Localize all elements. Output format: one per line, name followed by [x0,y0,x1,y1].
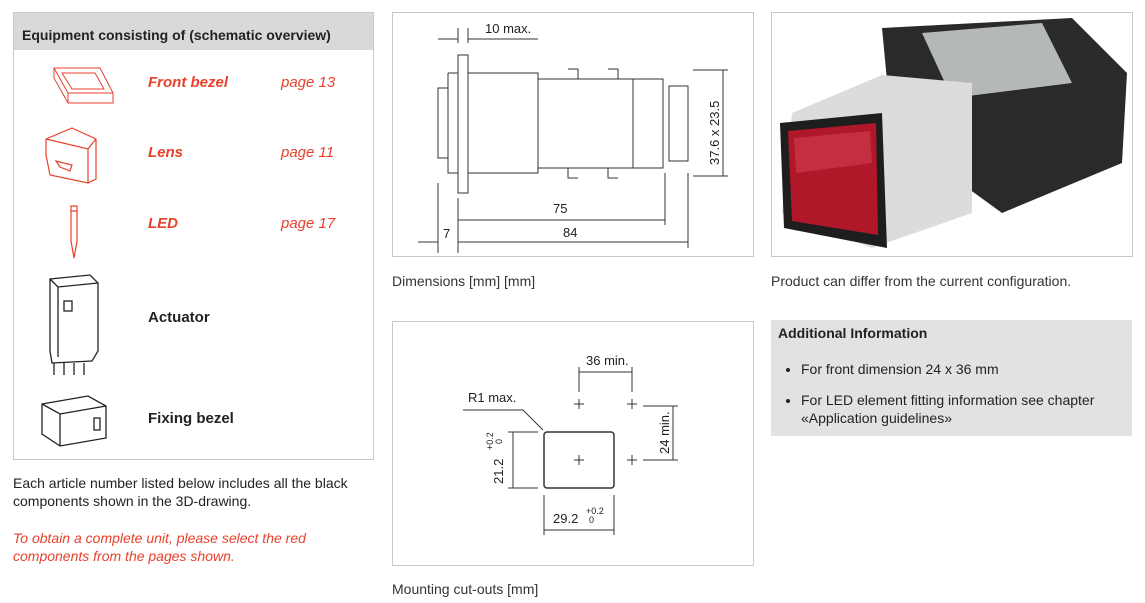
dim-7: 7 [443,226,450,241]
radius-label: R1 max. [468,390,516,405]
actuator-drawing [49,274,99,375]
height-tol-plus: +0.2 [485,432,495,450]
led-drawing [70,205,78,259]
page-ref-front-bezel[interactable]: page 13 [281,74,336,91]
dim-84: 84 [563,225,577,240]
dimensions-caption: Dimensions [mm] [mm] [392,273,536,289]
equipment-item-front-bezel[interactable]: Front bezel [148,74,229,91]
info-bullet: For LED element fitting information see … [801,391,1131,427]
width-tol-zero: 0 [589,515,594,525]
dim-10-max: 10 max. [485,21,531,36]
equipment-title: Equipment consisting of (schematic overv… [14,13,373,50]
additional-information-title: Additional Information [778,325,928,341]
photo-caption: Product can differ from the current conf… [771,273,1072,289]
equipment-panel: Equipment consisting of (schematic overv… [13,12,374,460]
product-photo [771,12,1133,257]
article-note-red: To obtain a complete unit, please select… [13,530,306,564]
width-tol-plus: +0.2 [586,506,604,516]
dim-36-min: 36 min. [586,353,629,368]
page-ref-lens[interactable]: page 11 [281,144,335,161]
lens-drawing [45,127,97,184]
fixing-bezel-drawing [41,395,107,447]
article-note: Each article number listed below include… [13,475,348,509]
dim-width: 29.2 [553,511,578,526]
dimensions-drawing: 10 max. 75 84 7 37.6 x 23.5 [392,12,754,257]
equipment-item-led[interactable]: LED [148,215,178,232]
equipment-item-lens[interactable]: Lens [148,144,184,161]
dim-height: 37.6 x 23.5 [707,101,722,165]
page-ref-led[interactable]: page 17 [281,215,336,232]
additional-information: Additional Information For front dimensi… [771,320,1132,436]
equipment-item-fixing-bezel: Fixing bezel [148,410,234,427]
height-tol-zero: 0 [494,439,504,444]
mounting-caption: Mounting cut-outs [mm] [392,581,539,597]
dim-75: 75 [553,201,567,216]
equipment-item-actuator: Actuator [148,309,210,326]
mounting-drawing: 36 min. 24 min. R1 max. 29.2 +0.2 0 21.2… [392,321,754,566]
front-bezel-drawing [53,67,114,104]
dim-24-min: 24 min. [657,411,672,454]
info-bullet: For front dimension 24 x 36 mm [801,360,1131,378]
dim-height: 21.2 [491,459,506,484]
